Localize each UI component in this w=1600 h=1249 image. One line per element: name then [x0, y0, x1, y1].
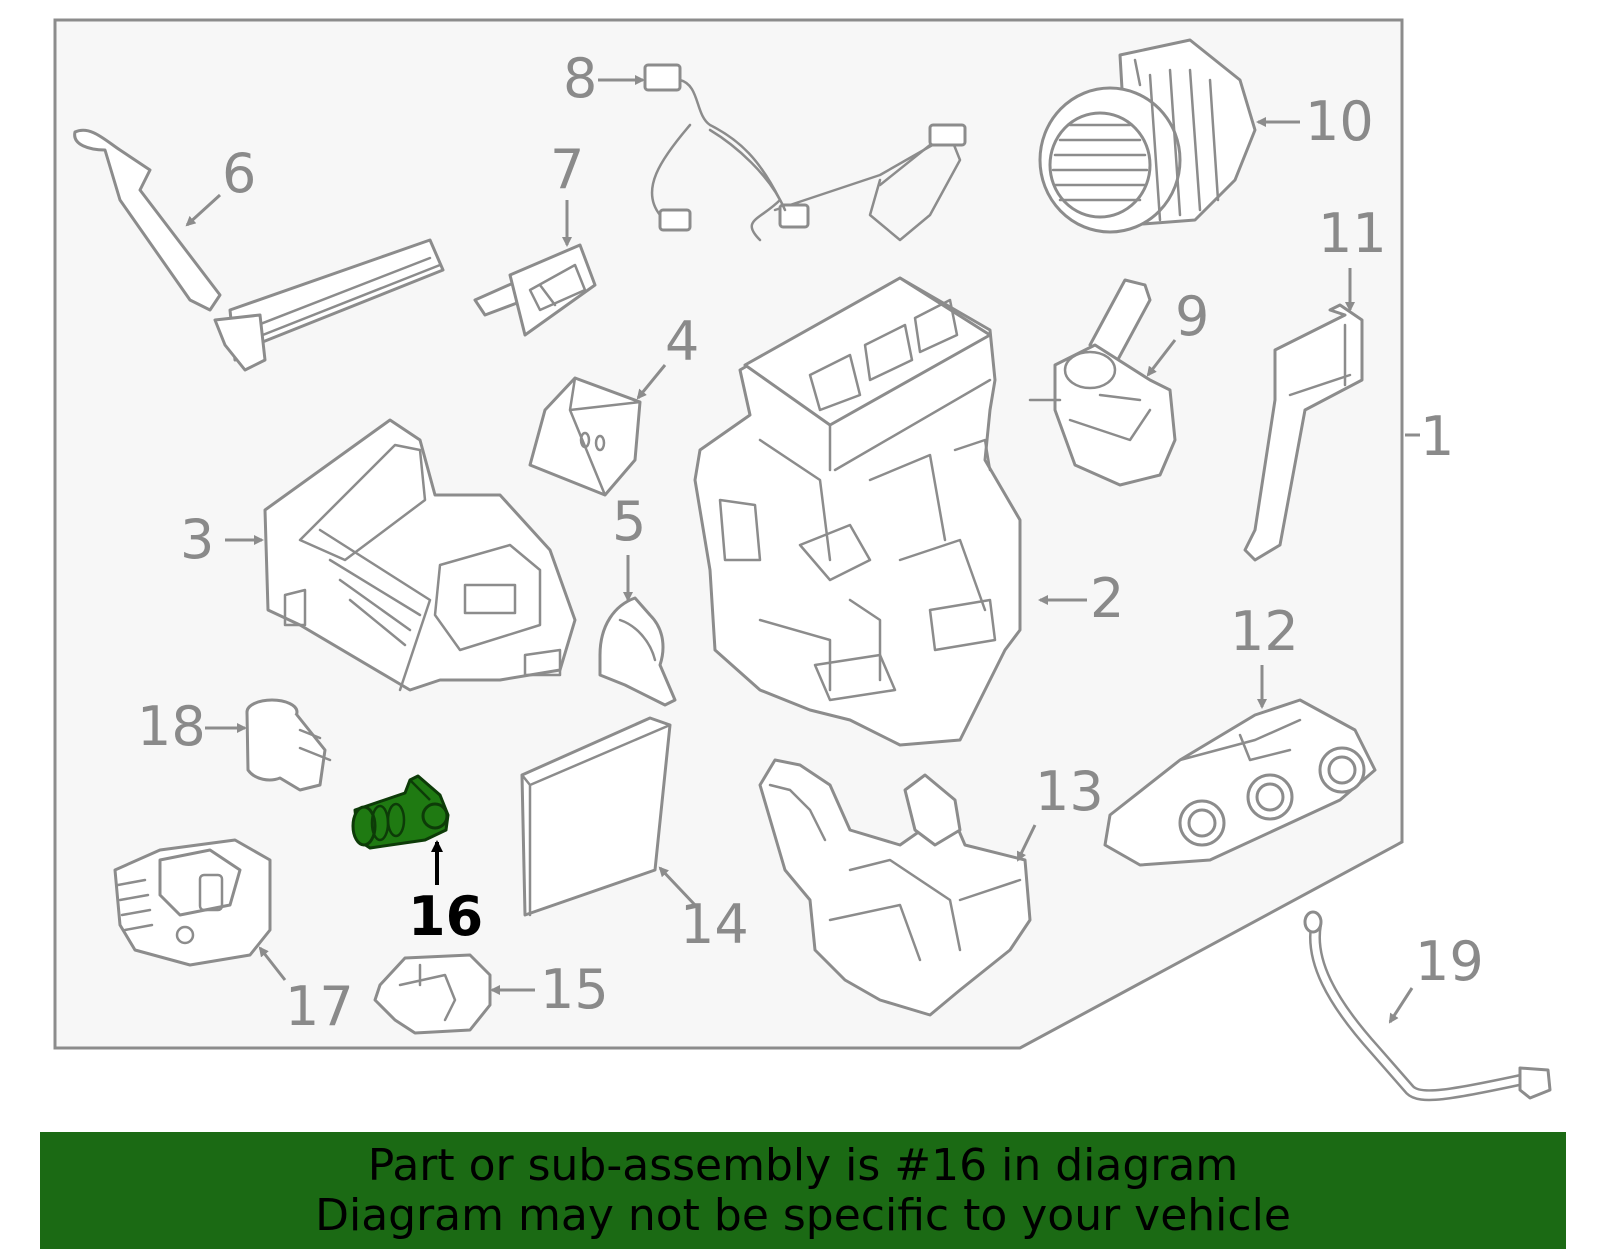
callout-16: 16 — [408, 885, 483, 948]
part-18-sensor[interactable] — [245, 698, 332, 792]
callout-12: 12 — [1230, 600, 1299, 663]
part-9-actuator[interactable] — [1028, 278, 1177, 487]
callout-18: 18 — [137, 695, 206, 758]
part-8-wiring-harness[interactable] — [643, 63, 967, 242]
callout-labels: 1 2 3 4 5 6 7 8 9 10 11 12 13 14 15 16 1… — [137, 47, 1484, 1038]
callout-7: 7 — [550, 138, 584, 201]
part-2-hvac-case[interactable] — [693, 276, 1022, 747]
part-12-control-panel[interactable] — [1103, 698, 1377, 867]
part-6-heater-core[interactable] — [73, 128, 445, 372]
callout-15: 15 — [540, 958, 609, 1021]
part-17-motor[interactable] — [113, 838, 272, 967]
callout-3: 3 — [180, 508, 214, 571]
callout-14: 14 — [680, 893, 749, 956]
callout-10: 10 — [1305, 90, 1374, 153]
callout-17: 17 — [285, 975, 354, 1038]
banner-line-1: Part or sub-assembly is #16 in diagram — [367, 1139, 1239, 1191]
callout-1: 1 — [1420, 405, 1454, 468]
part-10-blower-motor[interactable] — [1038, 38, 1257, 234]
part-14-cabin-filter[interactable] — [520, 716, 672, 917]
leader-lines — [185, 75, 1420, 1024]
callout-4: 4 — [665, 310, 699, 373]
callout-8: 8 — [563, 47, 597, 110]
part-15-actuator[interactable] — [373, 953, 492, 1035]
callout-2: 2 — [1090, 567, 1124, 630]
part-11-duct[interactable] — [1243, 303, 1364, 562]
part-4-filter-cover[interactable] — [528, 376, 642, 497]
callout-19: 19 — [1415, 930, 1484, 993]
part-16-highlighted[interactable] — [351, 774, 450, 850]
info-banner: Part or sub-assembly is #16 in diagram D… — [40, 1132, 1566, 1249]
callout-6: 6 — [222, 142, 256, 205]
part-19-pipe[interactable] — [1303, 910, 1552, 1102]
callout-5: 5 — [612, 490, 646, 553]
callout-13: 13 — [1035, 760, 1104, 823]
callout-9: 9 — [1175, 285, 1209, 348]
banner-line-2: Diagram may not be specific to your vehi… — [315, 1189, 1291, 1241]
part-5-seal[interactable] — [598, 596, 677, 707]
part-7-blower-resistor[interactable] — [473, 243, 597, 337]
part-3-blower-case[interactable] — [263, 418, 577, 692]
part-13-duct-housing[interactable] — [758, 758, 1032, 1017]
callout-11: 11 — [1318, 202, 1387, 265]
